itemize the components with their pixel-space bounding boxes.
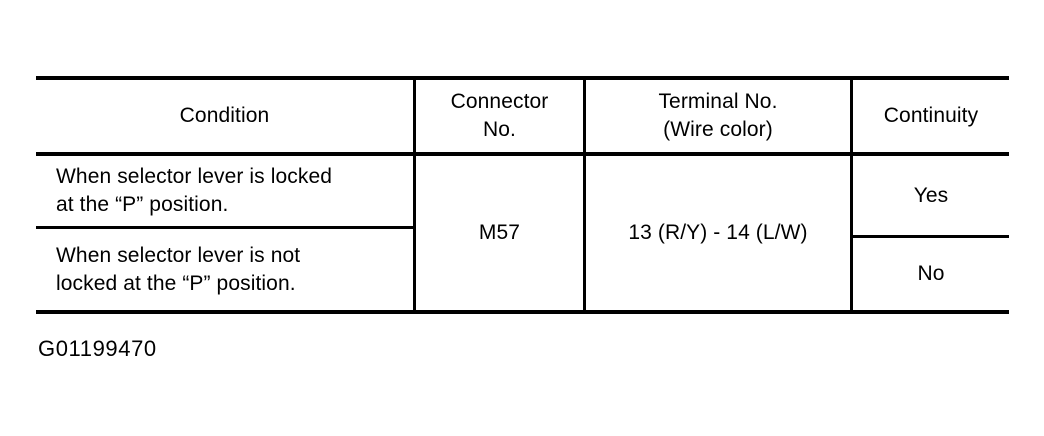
column-header-connector-no: Connector No.: [416, 80, 583, 152]
column-header-terminal-no: Terminal No. (Wire color): [586, 80, 850, 152]
column-divider-terminal-continuity: [850, 76, 853, 314]
column-header-connector-no-line1: Connector: [450, 90, 549, 114]
condition-row-2-line1: When selector lever is not: [56, 243, 301, 267]
column-header-connector-no-line2: No.: [483, 118, 516, 141]
table-row: When selector lever is not locked at the…: [36, 229, 413, 310]
condition-row-1-line1: When selector lever is locked: [56, 165, 333, 189]
column-header-continuity-line1: Continuity: [883, 104, 979, 128]
terminal-no-value: 13 (R/Y) - 14 (L/W): [628, 221, 808, 245]
table-bottom-border: [36, 310, 1009, 314]
column-header-condition-line1: Condition: [179, 104, 270, 128]
table-header-divider: [36, 152, 1009, 156]
continuity-spec-table: Condition Connector No. Terminal No. (Wi…: [36, 76, 1009, 314]
condition-row-2-line2: locked at the “P” position.: [56, 271, 296, 295]
connector-no-value-cell: M57: [416, 156, 583, 310]
table-top-border: [36, 76, 1009, 80]
column-header-condition: Condition: [36, 80, 413, 152]
table-row: When selector lever is locked at the “P”…: [36, 156, 413, 226]
column-header-continuity: Continuity: [853, 80, 1009, 152]
figure-caption: G01199470: [38, 336, 157, 361]
connector-no-value: M57: [478, 221, 521, 245]
condition-column-row-divider: [36, 226, 413, 229]
terminal-no-value-cell: 13 (R/Y) - 14 (L/W): [586, 156, 850, 310]
continuity-column-row-divider: [850, 235, 1009, 238]
continuity-value-no: No: [917, 262, 945, 286]
condition-row-1-line2: at the “P” position.: [56, 193, 229, 216]
column-header-terminal-no-line2: (Wire color): [663, 118, 773, 141]
column-header-terminal-no-line1: Terminal No.: [658, 90, 778, 114]
continuity-value-yes: Yes: [913, 183, 949, 207]
column-divider-connector-terminal: [583, 76, 586, 314]
column-divider-condition-connector: [413, 76, 416, 314]
continuity-value-cell-row-2: No: [853, 238, 1009, 310]
continuity-value-cell-row-1: Yes: [853, 156, 1009, 235]
